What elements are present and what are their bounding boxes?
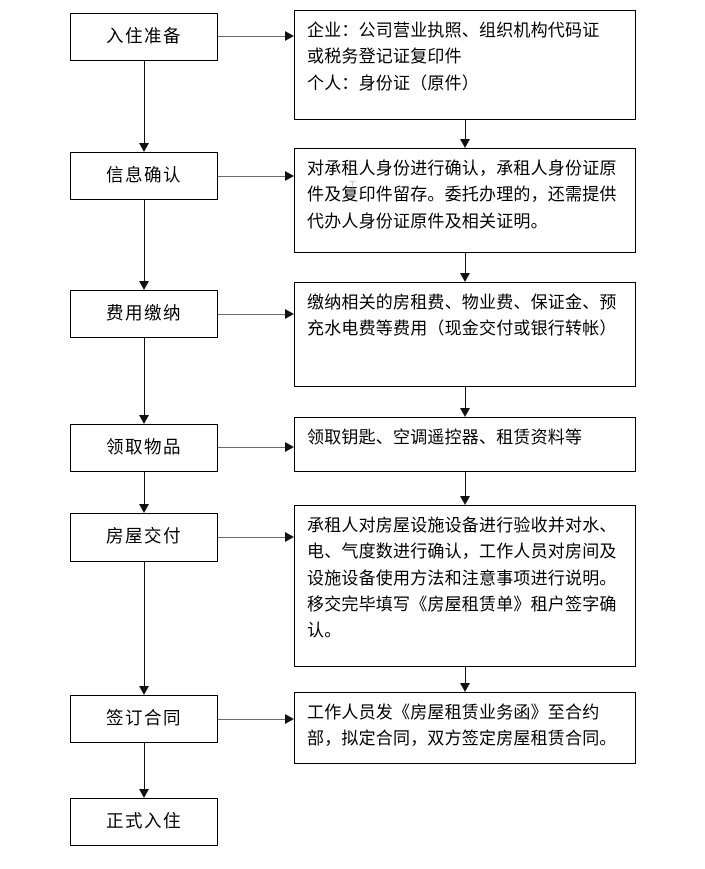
arrowhead-detail5-to-detail6: [459, 683, 470, 692]
stage-label: 领取物品: [106, 437, 182, 458]
arrowhead-detail2-to-detail3: [459, 273, 470, 282]
stage-node-fee-payment[interactable]: 费用缴纳: [70, 290, 218, 338]
arrowhead-stage2-to-stage3: [138, 281, 149, 290]
connector-stage3-to-stage4: [144, 338, 145, 415]
connector-stage4-to-detail4: [218, 447, 285, 448]
arrowhead-stage6-to-stage7: [138, 789, 149, 798]
stage-node-entry-preparation[interactable]: 入住准备: [70, 13, 218, 61]
detail-text: 领取钥匙、空调遥控器、租赁资料等: [307, 428, 583, 448]
detail-text: 工作人员发《房屋租赁业务函》至合约部，拟定合同，双方签定房屋租赁合同。: [307, 703, 617, 750]
detail-node-fee-payment: 缴纳相关的房租费、物业费、保证金、预充水电费等费用（现金交付或银行转帐）: [294, 282, 636, 387]
stage-label: 信息确认: [106, 165, 182, 186]
arrowhead-stage6-to-detail6: [285, 714, 294, 724]
detail-node-entry-preparation: 企业：公司营业执照、组织机构代码证 或税务登记证复印件 个人：身份证（原件）: [294, 10, 636, 120]
arrowhead-stage5-to-stage6: [138, 686, 149, 695]
connector-detail4-to-detail5: [465, 472, 466, 496]
stage-node-collect-items[interactable]: 领取物品: [70, 424, 218, 472]
arrowhead-stage1-to-stage2: [138, 143, 149, 152]
stage-node-house-handover[interactable]: 房屋交付: [70, 513, 218, 562]
connector-stage1-to-stage2: [144, 61, 145, 143]
connector-stage5-to-detail5: [218, 537, 285, 538]
stage-node-official-move-in[interactable]: 正式入住: [70, 798, 218, 846]
detail-text: 企业：公司营业执照、组织机构代码证 或税务登记证复印件 个人：身份证（原件）: [307, 21, 600, 94]
connector-stage6-to-detail6: [218, 719, 285, 720]
connector-detail3-to-detail4: [465, 387, 466, 408]
stage-label: 费用缴纳: [106, 303, 182, 324]
arrowhead-detail1-to-detail2: [459, 139, 470, 148]
connector-stage2-to-stage3: [144, 200, 145, 281]
arrowhead-detail4-to-detail5: [459, 496, 470, 505]
stage-node-information-confirmation[interactable]: 信息确认: [70, 152, 218, 200]
stage-label: 正式入住: [106, 811, 182, 832]
connector-stage5-to-stage6: [144, 562, 145, 686]
connector-stage2-to-detail2: [218, 176, 285, 177]
stage-label: 房屋交付: [106, 527, 182, 547]
arrowhead-stage1-to-detail1: [285, 31, 294, 41]
detail-text: 对承租人身份进行确认，承租人身份证原件及复印件留存。委托办理的，还需提供代办人身…: [307, 159, 617, 232]
detail-node-sign-contract: 工作人员发《房屋租赁业务函》至合约部，拟定合同，双方签定房屋租赁合同。: [294, 692, 636, 764]
detail-text: 缴纳相关的房租费、物业费、保证金、预充水电费等费用（现金交付或银行转帐）: [307, 293, 617, 340]
connector-detail1-to-detail2: [465, 120, 466, 139]
connector-detail2-to-detail3: [465, 253, 466, 273]
connector-stage3-to-detail3: [218, 314, 285, 315]
connector-stage1-to-detail1: [218, 36, 285, 37]
stage-label: 入住准备: [106, 26, 182, 47]
text-cursor-icon: ⌶: [349, 179, 356, 192]
arrowhead-stage3-to-detail3: [285, 309, 294, 319]
arrowhead-stage4-to-stage5: [138, 504, 149, 513]
detail-text: 承租人对房屋设施设备进行验收并对水、电、气度数进行确认，工作人员对房间及设施设备…: [307, 516, 617, 642]
arrowhead-stage2-to-detail2: [285, 171, 294, 181]
detail-node-house-handover: 承租人对房屋设施设备进行验收并对水、电、气度数进行确认，工作人员对房间及设施设备…: [294, 505, 636, 667]
arrowhead-stage5-to-detail5: [285, 532, 294, 542]
detail-node-collect-items: 领取钥匙、空调遥控器、租赁资料等: [294, 417, 636, 472]
connector-stage4-to-stage5: [144, 472, 145, 504]
connector-stage6-to-stage7: [144, 743, 145, 789]
stage-label: 签订合同: [106, 708, 182, 729]
stage-node-sign-contract[interactable]: 签订合同: [70, 695, 218, 743]
arrowhead-stage4-to-detail4: [285, 442, 294, 452]
connector-detail5-to-detail6: [465, 667, 466, 683]
detail-node-information-confirmation: 对承租人身份进行确认，承租人身份证原件及复印件留存。委托办理的，还需提供代办人身…: [294, 148, 636, 253]
arrowhead-stage3-to-stage4: [138, 415, 149, 424]
arrowhead-detail3-to-detail4: [459, 408, 470, 417]
